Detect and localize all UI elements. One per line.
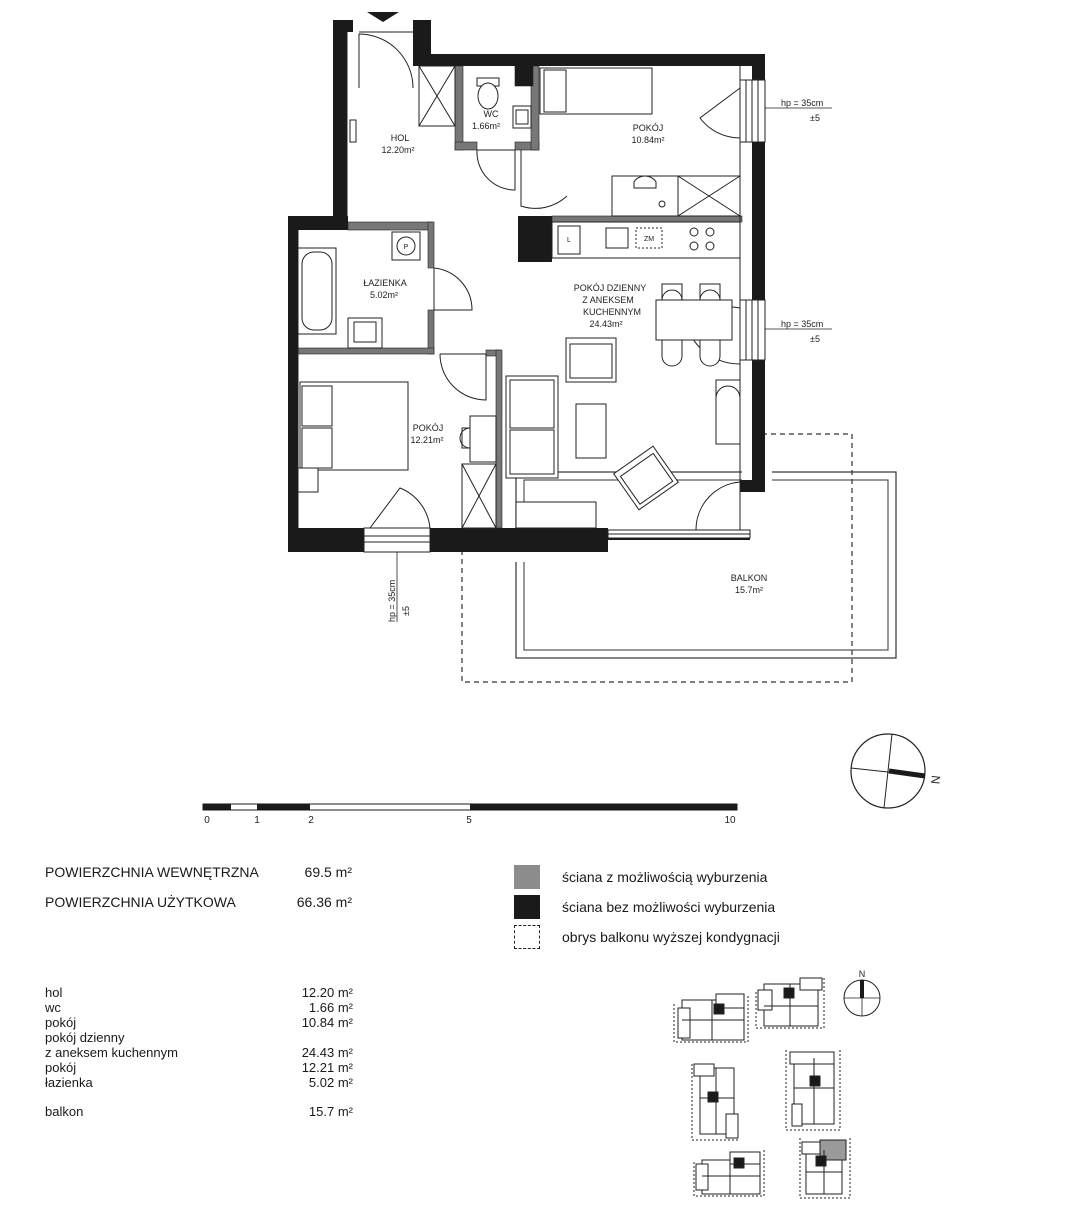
summary-value: 66.36 m² xyxy=(296,894,352,910)
room-name: pokój xyxy=(45,1060,77,1075)
note-3-line2: ±5 xyxy=(401,606,411,616)
room-name: wc xyxy=(45,1000,61,1015)
fixture-labels: L ZM P xyxy=(404,236,655,251)
room-name: hol xyxy=(45,985,63,1000)
upper-balcony-outline xyxy=(461,433,853,683)
note-2-line1: hp = 35cm xyxy=(781,319,823,329)
label-pokoj-2: POKÓJ xyxy=(413,423,444,433)
room-name: pokój xyxy=(45,1015,77,1030)
area-balkon: 15.7m² xyxy=(735,585,763,595)
fixed-walls xyxy=(288,20,765,552)
room-row: łazienka 5.02 m² xyxy=(45,1075,353,1090)
label-dzienny-2: Z ANEKSEM xyxy=(582,295,634,305)
room-area: 10.84 m² xyxy=(301,1015,353,1030)
scale-bar: 0 1 2 5 10 xyxy=(202,803,738,826)
scale-tick-5: 5 xyxy=(466,815,472,826)
legend-item-upper-balcony: obrys balkonu wyższej kondygnacji xyxy=(514,922,780,952)
entrance-marker xyxy=(367,12,399,22)
room-row: hol 12.20 m² xyxy=(45,985,353,1000)
scale-tick-1: 1 xyxy=(254,815,260,826)
room-row: wc 1.66 m² xyxy=(45,1000,353,1015)
room-area: 12.21 m² xyxy=(301,1060,353,1075)
summary-row-usable: POWIERZCHNIA UŻYTKOWA 66.36 m² xyxy=(45,894,352,924)
room-area: 5.02 m² xyxy=(308,1075,353,1090)
room-row: pokój 10.84 m² xyxy=(45,1015,353,1030)
room-name: balkon xyxy=(45,1104,84,1119)
summary-row-internal: POWIERZCHNIA WEWNĘTRZNA 69.5 m² xyxy=(45,864,352,894)
summary-value: 69.5 m² xyxy=(304,864,352,880)
label-wc: WC xyxy=(484,109,499,119)
room-area: 15.7 m² xyxy=(308,1104,353,1119)
fixtures xyxy=(297,65,741,529)
balcony-railing-outer xyxy=(515,471,897,659)
windows xyxy=(363,79,766,553)
washer-label: P xyxy=(404,244,409,251)
site-building-4 xyxy=(785,1050,841,1131)
site-building-2 xyxy=(755,977,825,1029)
legend-text: ściana bez możliwości wyburzenia xyxy=(562,899,776,915)
area-pokoj-1: 10.84m² xyxy=(631,135,664,145)
note-1-line2: ±5 xyxy=(810,113,820,123)
summary-label: POWIERZCHNIA WEWNĘTRZNA xyxy=(45,864,259,880)
area-lazienka: 5.02m² xyxy=(370,290,398,300)
scale-tick-0: 0 xyxy=(204,815,210,826)
room-name: z aneksem kuchennym xyxy=(45,1045,178,1060)
room-area: 12.20 m² xyxy=(301,985,353,1000)
label-pokoj-1: POKÓJ xyxy=(633,123,664,133)
label-dzienny-3: KUCHENNYM xyxy=(583,307,641,317)
compass-n-label: N xyxy=(928,775,943,785)
dishwasher-label: ZM xyxy=(644,236,654,243)
legend-swatch-grey xyxy=(514,865,540,889)
room-row: balkon 15.7 m² xyxy=(45,1104,353,1119)
label-dzienny-1: POKÓJ DZIENNY xyxy=(574,283,647,293)
note-1-line1: hp = 35cm xyxy=(781,98,823,108)
room-row: pokój 12.21 m² xyxy=(45,1060,353,1075)
legend-swatch-black xyxy=(514,895,540,919)
balcony-railing-inner xyxy=(523,479,889,651)
site-building-5 xyxy=(693,1150,765,1197)
room-row: z aneksem kuchennym 24.43 m² xyxy=(45,1045,353,1060)
room-row: pokój dzienny xyxy=(45,1030,353,1045)
room-labels: HOL 12.20m² WC 1.66m² POKÓJ 10.84m² ŁAZI… xyxy=(363,109,767,595)
legend-item-removable-wall: ściana z możliwością wyburzenia xyxy=(514,862,780,892)
area-hol: 12.20m² xyxy=(381,145,414,155)
area-summary: POWIERZCHNIA WEWNĘTRZNA 69.5 m² POWIERZC… xyxy=(45,864,352,924)
room-name: pokój dzienny xyxy=(45,1030,125,1045)
room-list: hol 12.20 m² wc 1.66 m² pokój 10.84 m² pokó… xyxy=(45,985,353,1119)
area-pokoj-2: 12.21m² xyxy=(410,435,443,445)
site-compass: N xyxy=(843,969,881,1017)
note-3-line1: hp = 35cm xyxy=(387,580,397,622)
legend-text: ściana z możliwością wyburzenia xyxy=(562,869,768,885)
window-notes: hp = 35cm ±5 hp = 35cm ±5 hp = 35cm ±5 xyxy=(387,98,832,622)
area-wc: 1.66m² xyxy=(472,121,500,131)
compass: N xyxy=(850,733,943,809)
label-hol: HOL xyxy=(391,133,410,143)
legend-swatch-dashed xyxy=(514,925,540,949)
room-name: łazienka xyxy=(45,1075,93,1090)
scale-tick-2: 2 xyxy=(308,815,314,826)
area-dzienny: 24.43m² xyxy=(589,319,622,329)
site-building-1 xyxy=(673,993,749,1043)
label-lazienka: ŁAZIENKA xyxy=(363,278,407,288)
room-area: 24.43 m² xyxy=(301,1045,353,1060)
summary-label: POWIERZCHNIA UŻYTKOWA xyxy=(45,894,236,910)
note-2-line2: ±5 xyxy=(810,334,820,344)
legend-text: obrys balkonu wyższej kondygnacji xyxy=(562,929,780,945)
site-compass-n-label: N xyxy=(859,969,866,979)
site-building-6 xyxy=(799,1136,851,1199)
room-area: 1.66 m² xyxy=(308,1000,353,1015)
site-key-plan: N xyxy=(673,969,881,1199)
floor-plan: HOL 12.20m² WC 1.66m² POKÓJ 10.84m² ŁAZI… xyxy=(202,12,943,826)
label-balkon: BALKON xyxy=(731,573,768,583)
fridge-label: L xyxy=(567,237,571,244)
legend-item-fixed-wall: ściana bez możliwości wyburzenia xyxy=(514,892,780,922)
legend: ściana z możliwością wyburzenia ściana b… xyxy=(514,862,780,952)
scale-tick-10: 10 xyxy=(724,815,736,826)
site-building-3 xyxy=(691,1063,740,1141)
